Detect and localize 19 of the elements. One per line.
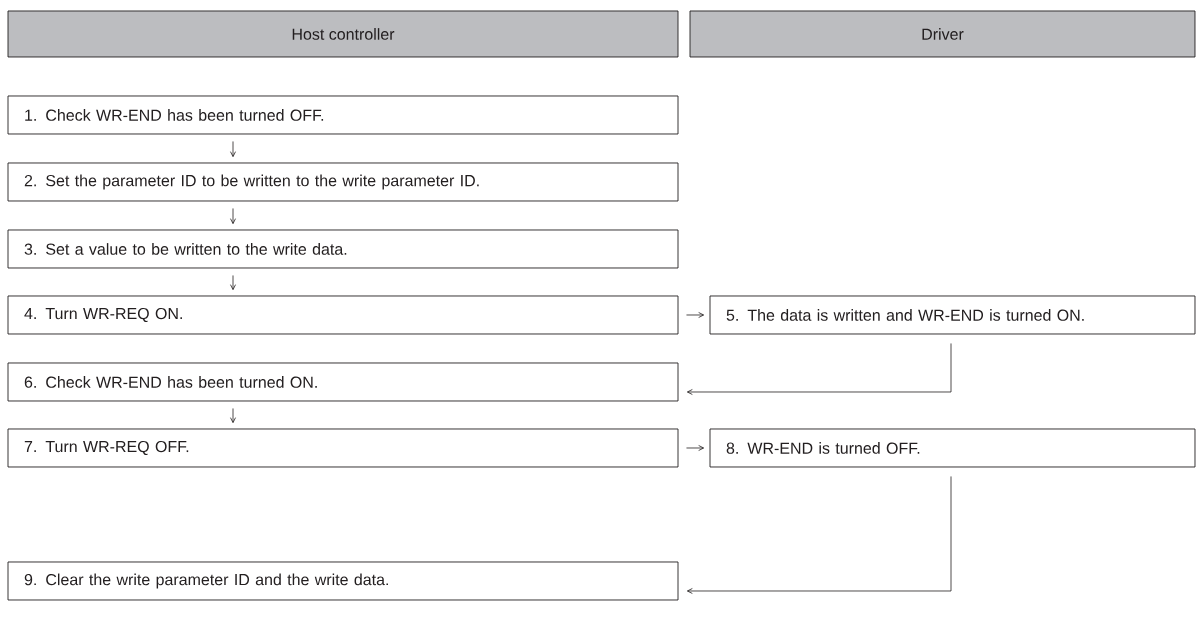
process-box: 4. Turn WR-REQ ON.: [7, 295, 679, 335]
arrow: [230, 141, 236, 158]
arrow: [230, 275, 236, 291]
arrow: [230, 408, 236, 424]
process-box: 9. Clear the write parameter ID and the write data.: [7, 561, 679, 601]
arrow: [686, 476, 952, 594]
process-box: 2. Set the parameter ID to be written to the write parameter ID.: [7, 162, 679, 202]
arrow: [686, 445, 705, 451]
process-box: 7. Turn WR-REQ OFF.: [7, 428, 679, 468]
process-box: 6. Check WR-END has been turned ON.: [7, 362, 679, 402]
arrow: [686, 343, 952, 395]
process-box: 1. Check WR-END has been turned OFF.: [7, 95, 679, 135]
process-box: 5. The data is written and WR-END is turned ON.: [709, 295, 1196, 335]
arrow: [230, 208, 236, 225]
arrow: [686, 312, 705, 318]
process-box: 8. WR-END is turned OFF.: [709, 428, 1196, 468]
lane-header: Host controller: [7, 10, 679, 58]
process-box: 3. Set a value to be written to the write data.: [7, 229, 679, 269]
lane-header: Driver: [689, 10, 1196, 58]
